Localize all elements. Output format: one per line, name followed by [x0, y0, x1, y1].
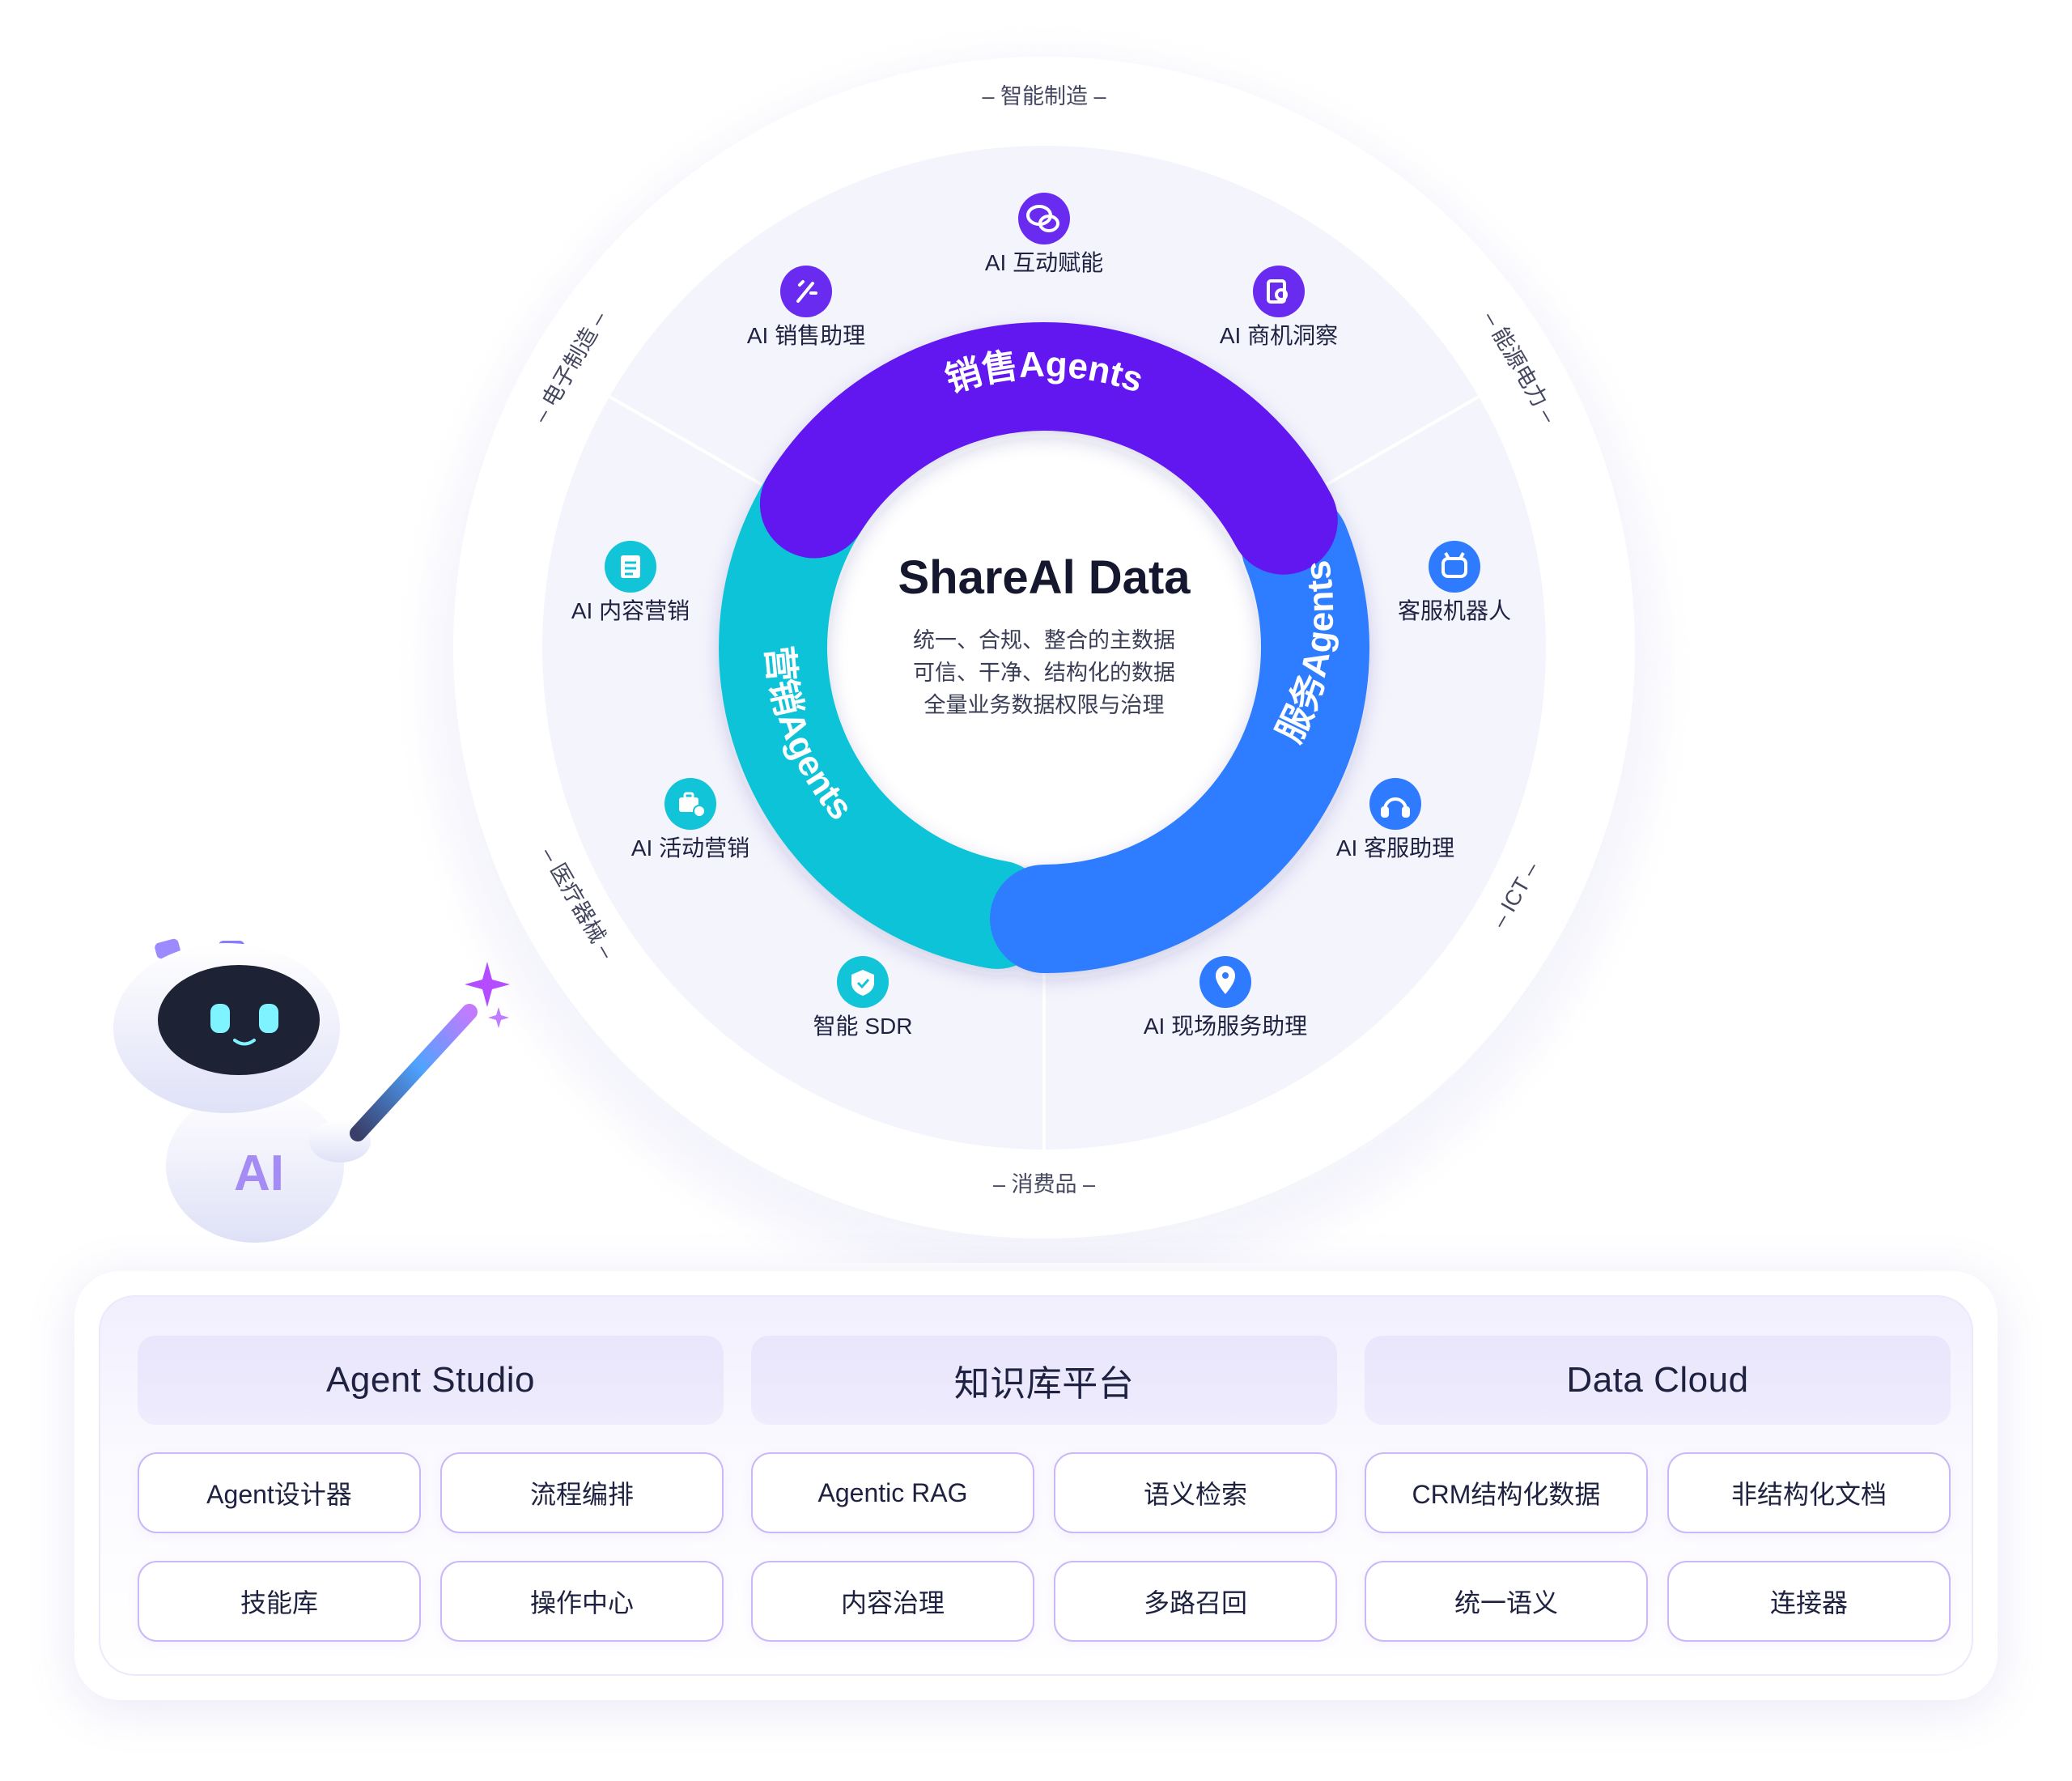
agent-node-ai-sales-assistant[interactable]: AI 销售助理	[747, 266, 865, 348]
chip-semantic-search[interactable]: 语义检索	[1054, 1452, 1337, 1533]
industry-consumer-goods: – 消费品 –	[993, 1172, 1095, 1197]
center-title: ShareAl Data	[898, 551, 1191, 604]
agent-node-ai-field-service[interactable]: AI 现场服务助理	[1144, 956, 1307, 1039]
agent-icon-bg	[1429, 541, 1480, 593]
center-disc	[826, 429, 1263, 866]
agent-node-ai-opportunity-insight[interactable]: AI 商机洞察	[1220, 266, 1338, 348]
column-header[interactable]: Agent Studio	[138, 1336, 724, 1425]
svg-text:AI 现场服务助理: AI 现场服务助理	[1144, 1014, 1307, 1039]
location-pin-icon	[1216, 966, 1235, 994]
insight-icon	[1267, 279, 1288, 304]
svg-text:智能 SDR: 智能 SDR	[813, 1014, 913, 1039]
chip-content-governance[interactable]: 内容治理	[751, 1561, 1034, 1642]
magic-wand	[350, 1004, 478, 1141]
agent-icon-bg	[1369, 778, 1421, 830]
robot-eye-left	[210, 1004, 230, 1033]
chip-grid: Agent设计器 流程编排 技能库 操作中心	[138, 1452, 724, 1642]
chat-bubble-icon	[1026, 205, 1059, 232]
agent-node-ai-content-marketing[interactable]: AI 内容营销	[571, 541, 690, 623]
center-line-1: 统一、合规、整合的主数据	[913, 628, 1175, 652]
svg-text:AI 互动赋能: AI 互动赋能	[985, 250, 1103, 275]
svg-text:AI 客服助理: AI 客服助理	[1336, 835, 1454, 861]
robot-badge: AI	[234, 1146, 284, 1201]
chip-grid: Agentic RAG 语义检索 内容治理 多路召回	[751, 1452, 1337, 1642]
platform-panel: Agent Studio Agent设计器 流程编排 技能库 操作中心 知识库平…	[74, 1271, 1998, 1700]
robot-face-icon	[1441, 552, 1467, 578]
shield-check-icon	[851, 970, 874, 996]
ai-robot-mascot: AI	[113, 938, 510, 1243]
chip-connectors[interactable]: 连接器	[1667, 1561, 1951, 1642]
chip-crm-structured-data[interactable]: CRM结构化数据	[1365, 1452, 1648, 1533]
chip-agent-designer[interactable]: Agent设计器	[138, 1452, 421, 1533]
briefcase-check-icon	[679, 792, 706, 818]
headset-icon	[1381, 797, 1410, 818]
agent-node-service-bot[interactable]: 客服机器人	[1398, 541, 1511, 623]
svg-text:AI 销售助理: AI 销售助理	[747, 323, 865, 348]
agent-node-ai-event-marketing[interactable]: AI 活动营销	[631, 778, 749, 861]
agent-node-smart-sdr[interactable]: 智能 SDR	[813, 956, 913, 1039]
industry-smart-manufacturing: – 智能制造 –	[982, 84, 1106, 108]
agent-node-ai-interaction[interactable]: AI 互动赋能	[985, 193, 1103, 275]
column-knowledge-platform: 知识库平台 Agentic RAG 语义检索 内容治理 多路召回	[751, 1336, 1337, 1642]
robot-body	[166, 1089, 344, 1243]
sparkle-icon	[465, 962, 510, 1007]
svg-text:AI 商机洞察: AI 商机洞察	[1220, 323, 1338, 348]
chip-workflow-orchestration[interactable]: 流程编排	[440, 1452, 724, 1533]
sparkle-small-icon	[488, 1007, 509, 1028]
svg-text:AI 活动营销: AI 活动营销	[631, 835, 749, 861]
platform-inner: Agent Studio Agent设计器 流程编排 技能库 操作中心 知识库平…	[99, 1295, 1973, 1676]
chip-operation-center[interactable]: 操作中心	[440, 1561, 724, 1642]
document-icon	[621, 555, 640, 578]
robot-smile	[233, 1039, 256, 1046]
robot-eye-right	[259, 1004, 278, 1033]
service-agents-segment[interactable]	[990, 491, 1369, 973]
magic-wand-icon	[796, 280, 817, 303]
agent-wheel-diagram: 销售Agents 服务Agents 营销Agents ShareAl Data …	[429, 57, 1659, 1263]
chip-skill-library[interactable]: 技能库	[138, 1561, 421, 1642]
center-line-3: 全量业务数据权限与治理	[924, 693, 1165, 717]
svg-text:AI 内容营销: AI 内容营销	[571, 598, 690, 623]
column-agent-studio: Agent Studio Agent设计器 流程编排 技能库 操作中心	[138, 1336, 724, 1642]
chip-unified-semantics[interactable]: 统一语义	[1365, 1561, 1648, 1642]
robot-visor	[158, 965, 320, 1075]
chip-agentic-rag[interactable]: Agentic RAG	[751, 1452, 1034, 1533]
marketing-agents-segment[interactable]	[719, 437, 1051, 969]
column-data-cloud: Data Cloud CRM结构化数据 非结构化文档 统一语义 连接器	[1365, 1336, 1951, 1642]
svg-text:客服机器人: 客服机器人	[1398, 598, 1511, 623]
chip-grid: CRM结构化数据 非结构化文档 统一语义 连接器	[1365, 1452, 1951, 1642]
sales-agents-segment[interactable]	[759, 322, 1338, 575]
chip-multi-recall[interactable]: 多路召回	[1054, 1561, 1337, 1642]
column-header[interactable]: Data Cloud	[1365, 1336, 1951, 1425]
chip-unstructured-docs[interactable]: 非结构化文档	[1667, 1452, 1951, 1533]
column-header[interactable]: 知识库平台	[751, 1336, 1337, 1425]
agent-node-ai-service-assistant[interactable]: AI 客服助理	[1336, 778, 1454, 861]
center-line-2: 可信、干净、结构化的数据	[913, 661, 1175, 685]
